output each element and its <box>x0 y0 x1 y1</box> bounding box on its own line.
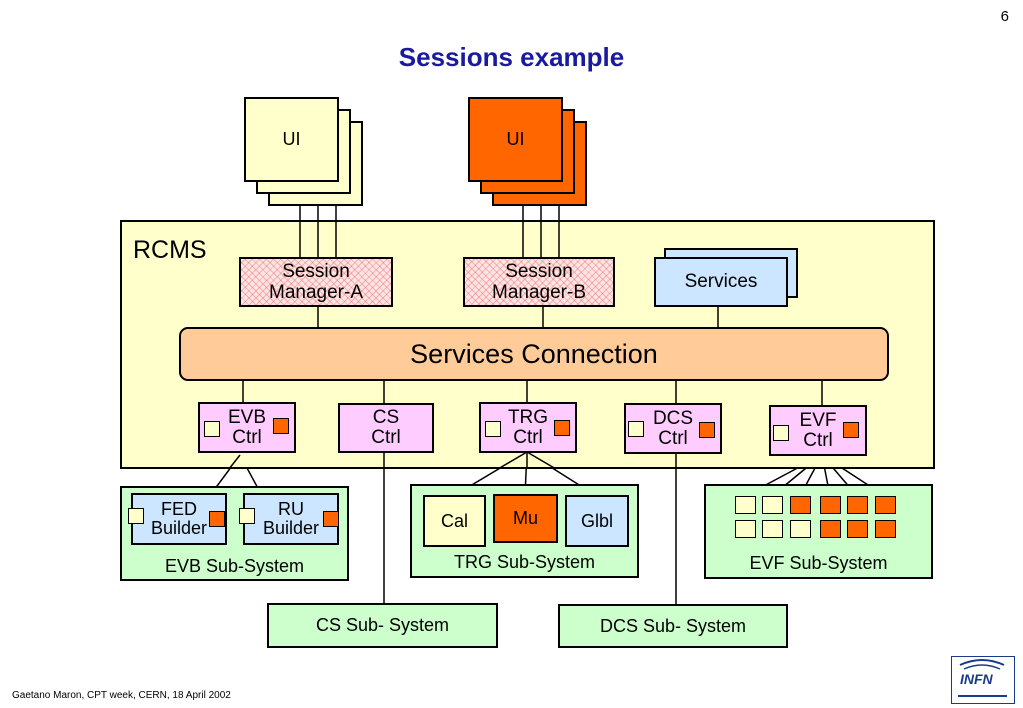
evf-node <box>820 496 841 514</box>
evf-node <box>790 496 811 514</box>
trg-ctrl-line1: TRG <box>507 406 549 428</box>
dcs-ctrl-light-square <box>628 421 644 437</box>
cs-subsystem-label: CS Sub- System <box>315 615 450 635</box>
evb-ctrl-line1: EVB <box>227 406 267 428</box>
services-box: Services <box>654 257 788 307</box>
ui-label: UI <box>506 129 525 149</box>
dcs-ctrl-orange-square <box>699 422 715 438</box>
slide-title: Sessions example <box>398 42 625 72</box>
ru-builder-line1: RU <box>278 499 304 519</box>
ru-builder-light-square <box>239 508 255 524</box>
ru-builder-orange-square <box>323 511 339 527</box>
cs-ctrl-line2: Ctrl <box>371 427 401 448</box>
cal-label: Cal <box>440 510 468 531</box>
evf-ctrl-orange-square <box>843 422 859 438</box>
fed-builder-line2: Builder <box>150 518 208 538</box>
glbl-box: Glbl <box>565 495 629 547</box>
glbl-label: Glbl <box>580 510 613 531</box>
evf-node <box>847 520 868 538</box>
session-manager-a: Session Manager-A <box>239 257 393 307</box>
evf-node <box>735 520 756 538</box>
session-manager-b-line2: Manager-B <box>492 282 586 303</box>
evf-node <box>875 496 896 514</box>
trg-ctrl-light-square <box>485 421 501 437</box>
cs-ctrl-line1: CS <box>372 407 400 428</box>
evf-node <box>820 520 841 538</box>
services-connection-bus: Services Connection <box>179 327 889 381</box>
trg-ctrl-orange-square <box>554 420 570 436</box>
evf-node <box>735 496 756 514</box>
evb-subsystem-label: EVB Sub-System <box>164 556 305 576</box>
dcs-subsystem: DCS Sub- System <box>558 604 788 648</box>
services-connection-label: Services Connection <box>410 338 658 369</box>
fed-builder-orange-square <box>209 511 225 527</box>
ui-label: UI <box>282 129 301 149</box>
evf-node <box>762 520 783 538</box>
ui-window-b: UI <box>468 97 563 182</box>
evb-ctrl-line2: Ctrl <box>232 426 262 448</box>
evf-ctrl-light-square <box>773 425 789 441</box>
evf-node <box>875 520 896 538</box>
evf-node <box>790 520 811 538</box>
dcs-ctrl-line2: Ctrl <box>658 427 688 449</box>
infn-logo-text: INFN <box>960 671 993 687</box>
session-manager-a-line1: Session <box>282 261 350 282</box>
mu-box: Mu <box>493 494 558 543</box>
dcs-ctrl-line1: DCS <box>652 407 694 429</box>
trg-subsystem-label: TRG Sub-System <box>453 552 596 572</box>
cal-box: Cal <box>423 495 486 547</box>
evf-node <box>847 496 868 514</box>
trg-ctrl-line2: Ctrl <box>513 426 543 448</box>
evf-ctrl-line2: Ctrl <box>803 429 833 451</box>
cs-subsystem: CS Sub- System <box>267 603 498 648</box>
cs-ctrl: CS Ctrl <box>338 403 434 453</box>
dcs-subsystem-label: DCS Sub- System <box>599 615 747 636</box>
services-label: Services <box>684 271 758 292</box>
evb-ctrl-orange-square <box>273 418 289 434</box>
evf-node <box>762 496 783 514</box>
evb-ctrl-light-square <box>204 421 220 437</box>
fed-builder-light-square <box>128 508 144 524</box>
mu-label: Mu <box>512 508 538 528</box>
evf-ctrl-line1: EVF <box>799 409 837 431</box>
session-manager-b-line1: Session <box>505 261 573 282</box>
session-manager-a-line2: Manager-A <box>269 282 363 303</box>
session-manager-b: Session Manager-B <box>463 257 615 307</box>
evf-subsystem-label: EVF Sub-System <box>749 553 888 573</box>
ru-builder-line2: Builder <box>262 518 320 538</box>
infn-logo: INFN <box>951 656 1015 704</box>
fed-builder-line1: FED <box>161 499 197 519</box>
footer-credit: Gaetano Maron, CPT week, CERN, 18 April … <box>12 690 231 701</box>
page-number: 6 <box>1000 8 1009 25</box>
fed-builder: FED Builder <box>131 493 227 545</box>
ui-window-a: UI <box>244 97 339 182</box>
rcms-label: RCMS <box>133 236 207 264</box>
infn-logo-mark <box>958 659 1007 697</box>
